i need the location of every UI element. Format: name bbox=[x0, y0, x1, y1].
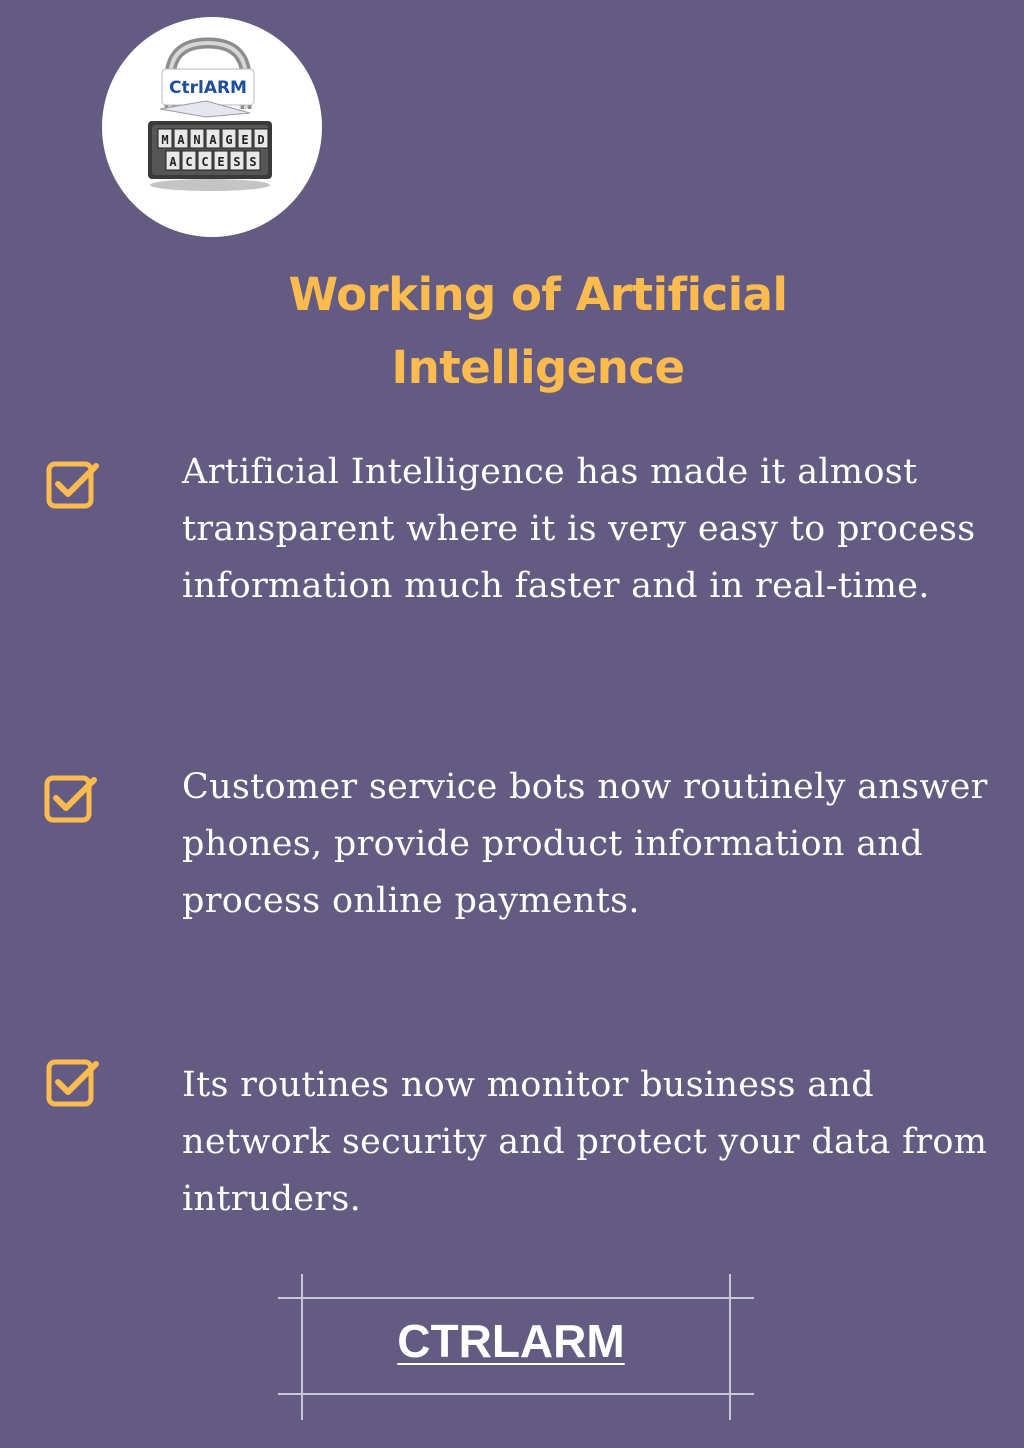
logo-dial-cell bbox=[205, 128, 221, 149]
checkbox-checked-icon bbox=[46, 1059, 99, 1107]
logo-dial-letter: A bbox=[209, 133, 217, 147]
logo-dial-cell bbox=[245, 150, 261, 171]
logo-dial-letter: E bbox=[217, 155, 224, 169]
page-title: Working of Artificial Intelligence bbox=[288, 268, 788, 394]
logo-dial-letter: E bbox=[241, 133, 248, 147]
logo-dial-letter: A bbox=[169, 155, 177, 169]
logo-dial-cell bbox=[157, 128, 173, 149]
logo-dial-cell bbox=[189, 128, 205, 149]
logo-dial-letter: N bbox=[193, 133, 200, 147]
logo-dial-cell bbox=[181, 150, 197, 171]
logo-dial-letter: G bbox=[225, 133, 232, 147]
logo-dial-cell bbox=[253, 128, 269, 149]
logo-dial-cell bbox=[221, 128, 237, 149]
logo-dial-cell bbox=[165, 150, 181, 171]
logo-dial-cell bbox=[173, 128, 189, 149]
logo-dial-cell bbox=[229, 150, 245, 171]
logo-dial-letter: S bbox=[233, 155, 240, 169]
frame-lines-icon bbox=[278, 1274, 754, 1420]
logo-dial-cell bbox=[197, 150, 213, 171]
bullet-text: Customer service bots now routinely answ… bbox=[182, 767, 988, 921]
checkbox-checked-icon bbox=[44, 775, 97, 823]
logo-dial-cell bbox=[237, 128, 253, 149]
bullet-text: Its routines now monitor business and ne… bbox=[182, 1065, 988, 1219]
logo-text: CtrlARM bbox=[169, 78, 247, 98]
logo-dial-letter: S bbox=[249, 155, 256, 169]
logo-dial-letter: A bbox=[177, 133, 185, 147]
logo-dial-cell bbox=[213, 150, 229, 171]
brand-name: CTRLARM bbox=[397, 1315, 625, 1367]
brand-frame: CTRLARM bbox=[278, 1274, 754, 1420]
logo-dial-letter: C bbox=[185, 155, 192, 169]
logo-dial-letter: M bbox=[161, 133, 168, 147]
logo-dial-letter: D bbox=[257, 133, 264, 147]
checkbox-checked-icon bbox=[46, 461, 99, 509]
logo-dial-letter: C bbox=[201, 155, 208, 169]
bullet-text: Artificial Intelligence has made it almo… bbox=[182, 452, 976, 606]
